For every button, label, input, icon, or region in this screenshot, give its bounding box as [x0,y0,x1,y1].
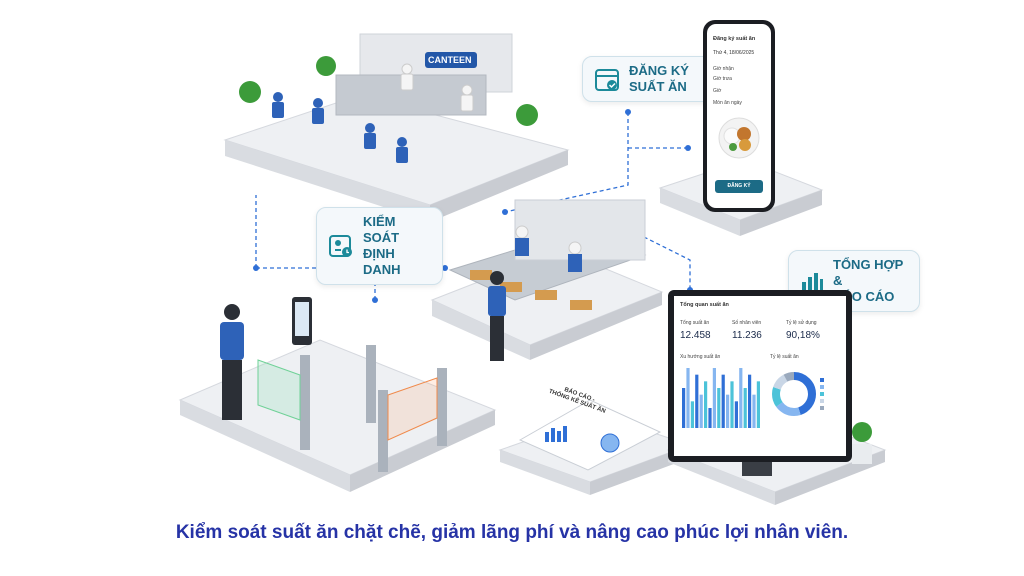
bar [756,381,760,428]
callout-label: ĐĂNG KÝ SUẤT ĂN [629,63,689,94]
phone-field-label: Giờ trưa [713,76,732,82]
canteen-sign: CANTEEN [428,55,472,65]
phone-title: Đăng ký suất ăn [713,36,756,42]
callout-label: KIỂM SOÁT ĐỊNH DANH [363,214,401,277]
bar-chart [682,368,760,428]
legend-swatch [820,378,824,382]
bar [739,368,743,428]
bar [730,381,734,428]
bar [690,401,694,428]
callout-identity-control: KIỂM SOÁT ĐỊNH DANH [316,207,443,285]
gate-platform [178,297,497,492]
legend-swatch [820,399,824,403]
food-image [718,117,760,159]
donut-slice [772,372,816,416]
caption: Kiểm soát suất ăn chặt chẽ, giảm lãng ph… [175,522,849,543]
stat-value: 12.458 [680,330,711,341]
dashboard-title: Tổng quan suất ăn [680,302,729,308]
phone-field-label: Giờ [713,88,722,94]
phone-field-label: Giờ nhận [713,66,734,72]
bar [686,368,690,428]
phone-screen: Đăng ký suất ăn Thứ 4, 18/06/2025 Giờ nh… [707,24,771,208]
id-card-icon [329,235,352,257]
bar [721,374,725,428]
legend-swatch [820,392,824,396]
bar [695,374,699,428]
chart-title: Xu hướng suất ăn [680,354,721,360]
phone-field-label: Món ăn ngày [713,100,742,106]
legend-swatch [820,385,824,389]
bar [712,368,716,428]
stat-label: Tổng suất ăn [680,320,710,326]
donut-chart [772,372,824,416]
stat-label: Số nhân viên [732,320,762,326]
phone-mockup: Đăng ký suất ăn Thứ 4, 18/06/2025 Giờ nh… [703,20,775,212]
stat-value: 90,18% [786,330,820,341]
bar [726,394,730,428]
bar [734,401,738,428]
chart-title: Tỷ lệ suất ăn [770,354,799,360]
bar [682,388,686,428]
donut-slice [772,372,816,416]
phone-date: Thứ 4, 18/06/2025 [713,50,755,56]
register-button[interactable]: ĐĂNG KÝ [715,180,763,193]
bar [748,374,752,428]
callout-meal-registration: ĐĂNG KÝ SUẤT ĂN [582,56,716,102]
bar-chart-icon [802,273,823,291]
stat-label: Tỷ lệ sử dụng [786,320,817,326]
bar [708,408,712,428]
bar [752,394,756,428]
bar [704,381,708,428]
bar [699,394,703,428]
serving-station [430,199,664,361]
legend-swatch [820,406,824,410]
calendar-check-icon [595,69,619,91]
donut-slice [772,372,816,416]
stat-value: 11.236 [732,330,762,341]
bar [717,388,721,428]
canteen-platform [223,33,570,222]
dashboard-screen: Tổng quan suất ăn Tổng suất ăn 12.458 Số… [674,296,846,456]
monitor-mockup: Tổng quan suất ăn Tổng suất ăn 12.458 Số… [668,290,852,462]
bar [743,388,747,428]
